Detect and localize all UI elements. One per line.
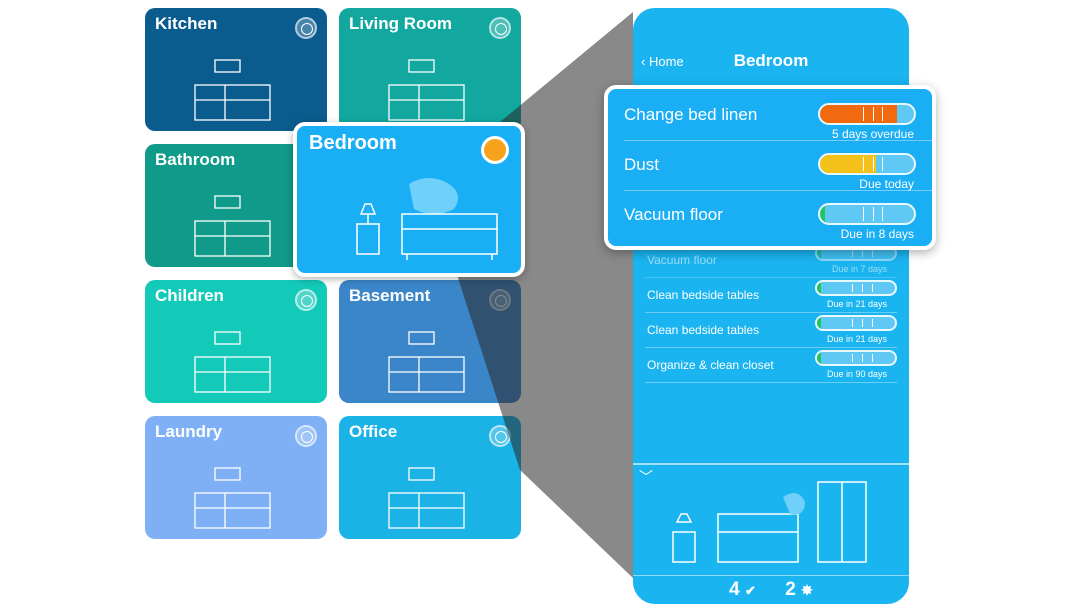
progress-bar (818, 153, 916, 175)
room-name: Office (349, 422, 398, 441)
back-button[interactable]: ‹ Home (641, 54, 684, 69)
room-illustration-icon (388, 59, 465, 121)
progress-fill (820, 155, 877, 173)
room-name: Children (155, 286, 224, 305)
room-illustration-icon (388, 331, 465, 393)
task-name: Change bed linen (624, 105, 758, 124)
done-count: 4 ✔ (729, 579, 756, 600)
progress-fill (817, 317, 821, 329)
room-tile-living-room[interactable]: Living Room (339, 8, 521, 131)
room-tile-laundry[interactable]: Laundry (145, 416, 327, 539)
room-tile-bedroom[interactable]: Bedroom (293, 122, 525, 277)
room-tile-kitchen[interactable]: Kitchen (145, 8, 327, 131)
check-icon: ✔ (745, 583, 756, 598)
due-text: Due in 21 days (826, 334, 887, 344)
progress-fill (817, 352, 821, 364)
popup-task-row[interactable]: Change bed linen 5 days overdue (624, 91, 932, 141)
status-radio-icon[interactable] (295, 17, 317, 39)
room-summary: 4 ✔ 2 ✸ (633, 575, 909, 604)
progress-fill (820, 105, 898, 123)
task-name: Vacuum floor (647, 253, 717, 267)
chevron-down-icon[interactable]: ﹀ (639, 469, 653, 485)
nav-header: ‹ Home Bedroom (633, 46, 909, 76)
room-name: Laundry (155, 422, 223, 441)
splat-icon: ✸ (801, 582, 813, 598)
progress-bar (815, 315, 897, 331)
due-text: Due in 90 days (826, 369, 887, 379)
status-radio-icon[interactable] (295, 425, 317, 447)
due-text: Due in 8 days (840, 227, 914, 241)
due-text: 5 days overdue (831, 127, 914, 141)
room-tile-children[interactable]: Children (145, 280, 327, 403)
room-name: Living Room (349, 14, 452, 33)
room-illustration-icon (388, 467, 465, 529)
progress-fill (820, 205, 825, 223)
room-illustration-icon (194, 331, 271, 393)
due-text: Due today (859, 177, 914, 191)
room-illustration-icon (194, 59, 271, 121)
task-name: Dust (624, 155, 659, 174)
room-illustration-icon (194, 195, 271, 257)
progress-fill (817, 282, 821, 294)
room-scene: ﹀ (633, 463, 909, 575)
status-radio-icon[interactable] (295, 289, 317, 311)
progress-bar (818, 103, 916, 125)
room-name: Kitchen (155, 14, 218, 33)
back-label: Home (648, 54, 684, 69)
room-name: Basement (349, 286, 431, 305)
room-name: Bedroom (309, 132, 397, 154)
bedroom-scene-icon (672, 481, 867, 563)
room-tile-office[interactable]: Office (339, 416, 521, 539)
task-name: Clean bedside tables (647, 288, 760, 302)
task-name: Vacuum floor (624, 205, 723, 224)
progress-bar (815, 350, 897, 366)
room-illustration-icon (194, 467, 271, 529)
screen-title: Bedroom (733, 51, 809, 70)
due-text: Due in 21 days (826, 299, 887, 309)
task-name: Organize & clean closet (647, 358, 774, 372)
progress-fill (817, 247, 821, 259)
task-name: Clean bedside tables (647, 323, 760, 337)
progress-bar (818, 203, 916, 225)
status-radio-icon[interactable] (489, 17, 511, 39)
progress-bar (815, 280, 897, 296)
mess-count: 2 ✸ (785, 579, 813, 600)
bedroom-illustration-icon (356, 178, 498, 260)
due-text: Due in 7 days (831, 264, 887, 274)
status-dot (481, 136, 509, 164)
room-name: Bathroom (155, 150, 236, 169)
